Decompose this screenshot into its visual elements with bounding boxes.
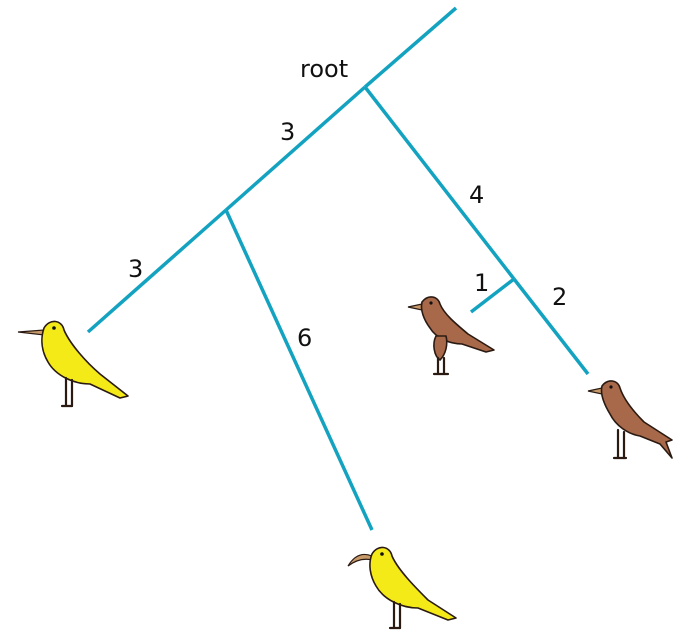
root-label: root [300, 55, 348, 83]
branch-length-label: 3 [128, 255, 143, 283]
branch-length-label: 2 [552, 283, 567, 311]
yellow-bird-curved-beak-icon [347, 546, 457, 630]
branch-node-a-to-bird-2 [224, 209, 374, 531]
branch-root-to-node-b [363, 85, 516, 281]
branch-length-label: 4 [469, 181, 484, 209]
branch-length-label: 6 [297, 324, 312, 352]
branches [86, 6, 590, 531]
brown-bird-feathered-legs-icon [407, 296, 495, 376]
root-stem [363, 6, 458, 89]
branch-node-b-to-bird-3 [469, 277, 516, 314]
branch-length-label: 3 [280, 118, 295, 146]
labels: root 3 3 6 4 1 2 [128, 55, 567, 352]
branch-root-to-node-a [224, 85, 367, 212]
yellow-bird-short-beak-icon [17, 320, 129, 408]
branch-node-a-to-bird-1 [86, 208, 228, 334]
brown-bird-forked-tail-icon [587, 380, 673, 460]
branch-length-label: 1 [474, 269, 489, 297]
branch-node-b-to-bird-4 [512, 277, 590, 376]
